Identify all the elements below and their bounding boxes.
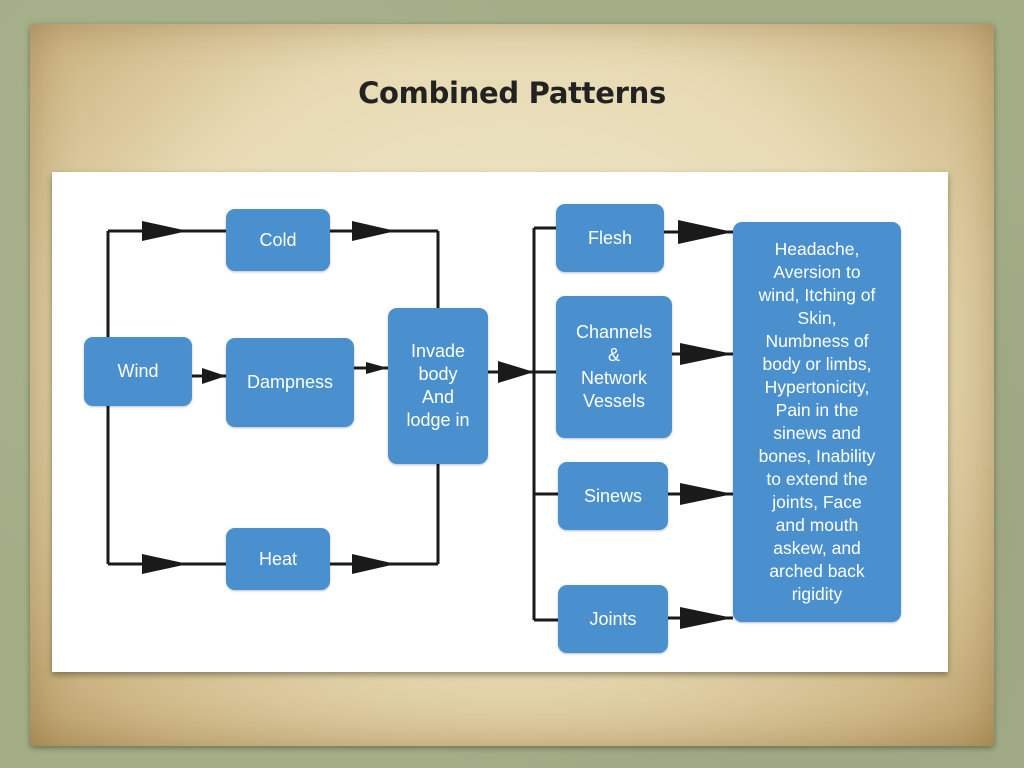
arrow-to-cold (142, 221, 188, 241)
node-sinews: Sinews (558, 462, 668, 530)
node-channels: Channels & Network Vessels (556, 296, 672, 438)
arrow-channels-out (680, 343, 733, 365)
arrow-heat-out (352, 554, 396, 574)
arrow-to-dampness (202, 368, 226, 384)
node-dampness: Dampness (226, 338, 354, 427)
arrow-cold-out (352, 221, 396, 241)
arrow-sinews-out (680, 483, 733, 505)
arrow-to-heat (142, 554, 188, 574)
node-invade: Invade body And lodge in (388, 308, 488, 464)
connector-lines (106, 220, 733, 629)
arrow-dampness-out (366, 362, 388, 374)
node-heat: Heat (226, 528, 330, 590)
slide-title: Combined Patterns (358, 76, 666, 110)
node-joints: Joints (558, 585, 668, 653)
diagram-card: Wind Cold Dampness Heat Invade body And … (52, 172, 948, 672)
arrow-flesh-out (678, 220, 733, 244)
arrow-invade-out (498, 361, 534, 383)
node-wind: Wind (84, 337, 192, 406)
node-symptoms: Headache, Aversion to wind, Itching of S… (733, 222, 901, 622)
node-cold: Cold (226, 209, 330, 271)
node-flesh: Flesh (556, 204, 664, 272)
arrow-joints-out (680, 607, 733, 629)
